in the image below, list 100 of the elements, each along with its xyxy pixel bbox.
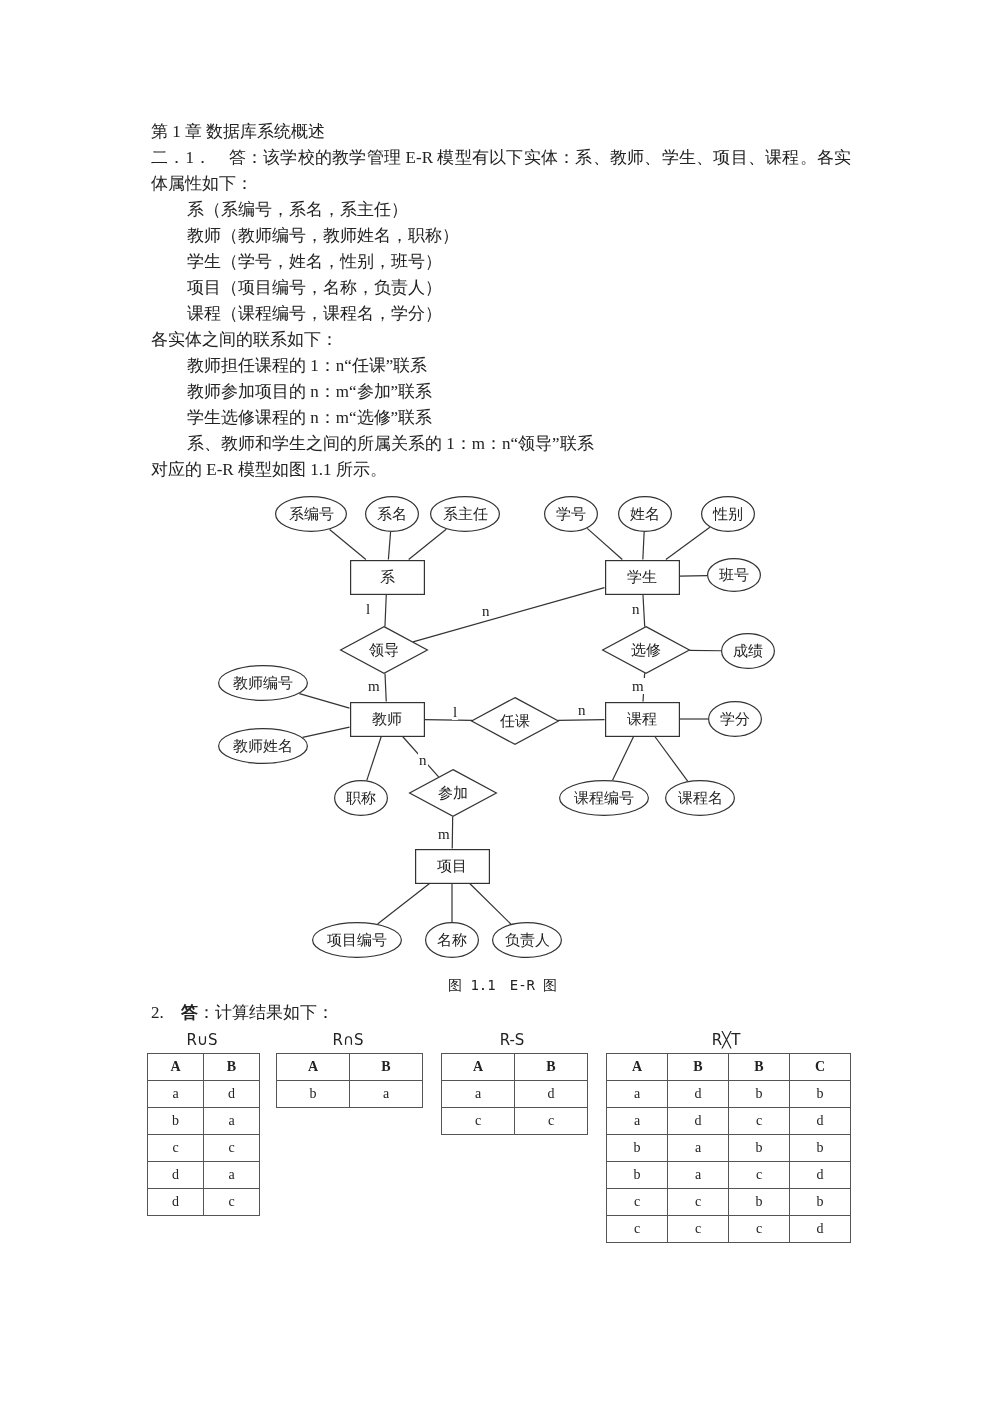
- table-cell: c: [667, 1188, 729, 1216]
- connector-line: [654, 735, 689, 782]
- connector-line: [642, 593, 646, 628]
- entity-box: 教师: [349, 701, 425, 737]
- table-cell: d: [514, 1080, 588, 1108]
- header-cell: A: [147, 1053, 204, 1081]
- connector-line: [301, 726, 351, 738]
- table-cell: c: [147, 1134, 204, 1162]
- table-cell: b: [728, 1134, 790, 1162]
- connector-line: [469, 882, 512, 925]
- text-line: 项目（项目编号，名称，负责人）: [187, 277, 442, 299]
- table-cell: d: [667, 1107, 729, 1135]
- connector-line: [408, 528, 447, 561]
- table-cell: c: [728, 1107, 790, 1135]
- connector-line: [611, 735, 635, 781]
- text-line: 学生选修课程的 n：m“选修”联系: [187, 407, 433, 429]
- header-cell: B: [667, 1053, 729, 1081]
- attribute-ellipse: 性别: [701, 496, 755, 532]
- table-cell: a: [203, 1107, 260, 1135]
- text-line: 各实体之间的联系如下：: [151, 329, 338, 351]
- paragraph: 二．1． 答：该学校的教学管理 E-R 模型有以下实体：系、教师、学生、项目、课程。各实体属性如下：: [151, 147, 851, 195]
- connector-line: [384, 672, 387, 703]
- attribute-ellipse: 课程名: [665, 780, 735, 816]
- cardinality-label: m: [631, 678, 645, 694]
- attribute-ellipse: 学分: [708, 701, 762, 737]
- attribute-ellipse: 学号: [544, 496, 598, 532]
- attribute-ellipse: 系编号: [275, 496, 347, 532]
- attribute-ellipse: 名称: [425, 922, 479, 958]
- attribute-ellipse: 成绩: [721, 633, 775, 669]
- relationship-diamond: 选修: [602, 626, 690, 674]
- connector-line: [376, 882, 431, 925]
- header-cell: B: [349, 1053, 423, 1081]
- text-line: 课程（课程编号，课程名，学分）: [187, 303, 442, 325]
- entity-box: 学生: [604, 559, 680, 595]
- header-cell: B: [203, 1053, 260, 1081]
- relationship-diamond: 领导: [340, 626, 428, 674]
- connector-line: [451, 882, 453, 923]
- table-cell: a: [606, 1107, 668, 1135]
- table-cell: a: [203, 1161, 260, 1189]
- attribute-ellipse: 负责人: [492, 922, 562, 958]
- table-cell: b: [606, 1134, 668, 1162]
- table-cell: c: [203, 1188, 260, 1216]
- cardinality-label: l: [452, 704, 459, 720]
- connector-line: [642, 531, 645, 561]
- connector-line: [412, 587, 606, 643]
- connector-line: [688, 649, 722, 652]
- text-line: 系、教师和学生之间的所属关系的 1：m：n“领导”联系: [187, 433, 594, 455]
- connector-line: [678, 575, 708, 577]
- table-cell: c: [606, 1188, 668, 1216]
- text-line: 教师担任课程的 1：n“任课”联系: [187, 355, 428, 377]
- connector-line: [665, 526, 711, 561]
- text-line: 2. 答：计算结果如下：: [151, 1002, 334, 1024]
- connector-line: [329, 528, 367, 561]
- relationship-diamond: 任课: [471, 697, 559, 745]
- table-cell: c: [514, 1107, 588, 1135]
- attribute-ellipse: 姓名: [618, 496, 672, 532]
- header-cell: A: [606, 1053, 668, 1081]
- table-cell: d: [203, 1080, 260, 1108]
- table-title: R∪S: [186, 1030, 218, 1051]
- table-cell: b: [728, 1188, 790, 1216]
- table-cell: a: [147, 1080, 204, 1108]
- table-cell: c: [606, 1215, 668, 1243]
- table-title: R╳T: [711, 1030, 741, 1051]
- connector-line: [586, 527, 623, 561]
- text-line: 教师参加项目的 n：m“参加”联系: [187, 381, 433, 403]
- table-cell: d: [789, 1161, 851, 1189]
- table-cell: a: [441, 1080, 515, 1108]
- header-cell: A: [276, 1053, 350, 1081]
- table-cell: b: [789, 1188, 851, 1216]
- connector-line: [423, 719, 473, 721]
- table-cell: d: [789, 1215, 851, 1243]
- attribute-ellipse: 职称: [334, 780, 388, 816]
- table-cell: b: [789, 1134, 851, 1162]
- table-cell: c: [728, 1161, 790, 1189]
- table-cell: a: [349, 1080, 423, 1108]
- text-line: 教师（教师编号，教师姓名，职称）: [187, 225, 459, 247]
- table-cell: b: [276, 1080, 350, 1108]
- table-cell: c: [441, 1107, 515, 1135]
- attribute-ellipse: 项目编号: [312, 922, 402, 958]
- connector-line: [557, 719, 606, 721]
- attribute-ellipse: 系主任: [430, 496, 500, 532]
- entity-box: 系: [349, 559, 425, 595]
- table-cell: d: [667, 1080, 729, 1108]
- header-cell: C: [789, 1053, 851, 1081]
- text-line: 对应的 E-R 模型如图 1.1 所示。: [151, 459, 387, 481]
- attribute-ellipse: 课程编号: [559, 780, 649, 816]
- entity-box: 项目: [414, 848, 490, 884]
- header-cell: A: [441, 1053, 515, 1081]
- table-cell: c: [728, 1215, 790, 1243]
- table-cell: d: [147, 1161, 204, 1189]
- text-line: 系（系编号，系名，系主任）: [187, 199, 408, 221]
- connector-line: [402, 735, 440, 778]
- table-cell: a: [606, 1080, 668, 1108]
- connector-line: [366, 735, 382, 781]
- cardinality-label: n: [418, 752, 428, 768]
- table-cell: b: [147, 1107, 204, 1135]
- attribute-ellipse: 班号: [707, 558, 761, 592]
- relationship-diamond: 参加: [409, 769, 497, 817]
- table-cell: a: [667, 1161, 729, 1189]
- cardinality-label: l: [365, 601, 372, 617]
